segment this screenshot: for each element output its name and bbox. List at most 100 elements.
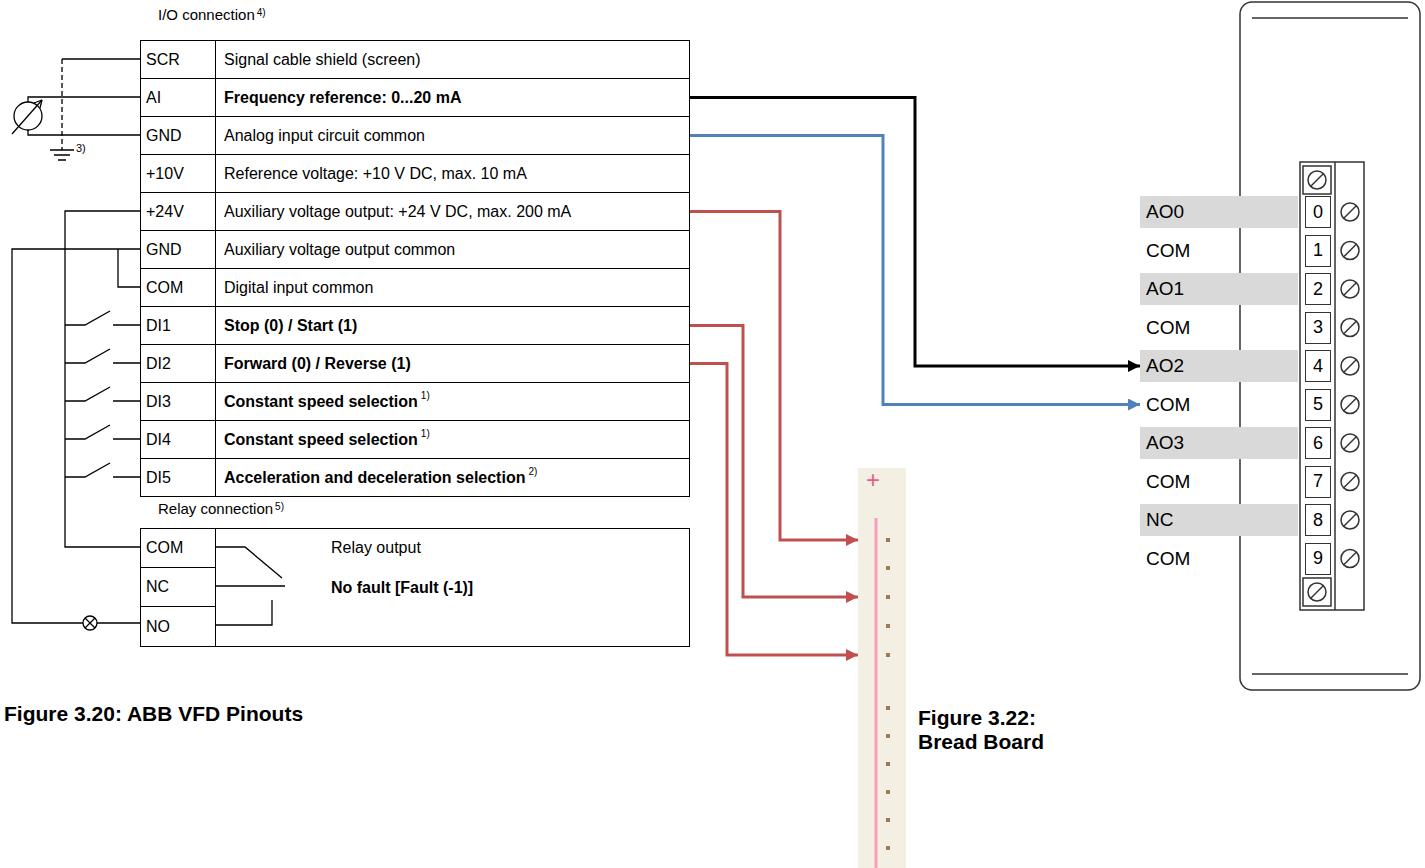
- screw-head: [1341, 434, 1359, 452]
- relay-pin: NO: [141, 607, 216, 646]
- terminal-number: 1: [1305, 235, 1331, 267]
- node-text: Analog input circuit common: [224, 127, 425, 145]
- node-text: COM: [1146, 394, 1190, 416]
- ground-symbol: [50, 150, 74, 160]
- pin-cell: GND: [141, 231, 216, 268]
- jumper-wire: [118, 249, 140, 287]
- terminal-number: 8: [1305, 504, 1331, 536]
- relay-pin: COM: [141, 529, 216, 568]
- node-text: AO1: [1146, 278, 1184, 300]
- terminal-number: 3: [1305, 312, 1331, 344]
- terminal-label: AO1: [1140, 273, 1298, 305]
- bottom-screw-box: [1303, 578, 1331, 606]
- screw-slot: [1344, 437, 1356, 449]
- node-text: COM: [146, 539, 183, 557]
- pin-row: DI2Forward (0) / Reverse (1): [140, 344, 690, 383]
- breadboard-hole: [886, 818, 890, 822]
- terminal: NC 8: [1140, 504, 1332, 536]
- ai-gnd-wire: [28, 130, 140, 135]
- screw-slot: [1344, 322, 1356, 334]
- pin-cell: DI1: [141, 307, 216, 344]
- wire-connector: [690, 136, 1140, 405]
- relay-contact: [215, 547, 282, 578]
- terminal-screw: [1341, 511, 1359, 529]
- screw-slot: [1344, 399, 1356, 411]
- node-text: AO2: [1146, 355, 1184, 377]
- node-text: COM: [1146, 471, 1190, 493]
- breadboard-hole: [886, 624, 890, 628]
- breadboard-hole: [886, 790, 890, 794]
- node-text: Relay output: [331, 539, 421, 556]
- node-text: COM: [146, 279, 183, 297]
- node-text: COM: [1146, 240, 1190, 262]
- terminal-label: AO2: [1140, 350, 1298, 382]
- node-text: +24V: [146, 203, 184, 221]
- terminal: COM5: [1140, 389, 1332, 421]
- pot-wiper-head: [34, 100, 42, 108]
- terminal: AO24: [1140, 350, 1332, 382]
- node-text: Signal cable shield (screen): [224, 51, 421, 69]
- bottom-screw: [1308, 583, 1326, 601]
- screw-head: [1341, 396, 1359, 414]
- footnote-mark: 5): [275, 501, 284, 512]
- breadboard-hole: [886, 762, 890, 766]
- pin-cell: GND: [141, 117, 216, 154]
- node-text: Reference voltage: +10 V DC, max. 10 mA: [224, 165, 527, 183]
- shield-dash: [61, 59, 62, 150]
- screw-head: [1341, 511, 1359, 529]
- switch-symbol: [65, 425, 140, 439]
- pin-row: AIFrequency reference: 0...20 mA: [140, 78, 690, 117]
- relay-pin: NC: [141, 568, 216, 607]
- node-text: NC: [146, 578, 169, 596]
- terminal: AO1 2: [1140, 273, 1332, 305]
- breadboard-hole: [886, 846, 890, 850]
- node-text: COM: [1146, 548, 1190, 570]
- terminal-label: COM: [1140, 466, 1298, 498]
- strip-divider: [1334, 162, 1336, 610]
- node-text: DI5: [146, 469, 171, 487]
- node-text: NO: [146, 618, 170, 636]
- terminal-label: AO3: [1140, 427, 1298, 459]
- terminal-housing: [1240, 2, 1420, 690]
- node-text: 2: [1313, 279, 1323, 300]
- terminal-label: AO0: [1140, 196, 1298, 228]
- node-text: 1: [1313, 240, 1323, 261]
- text-slot: +: [866, 468, 880, 492]
- screw-head: [1341, 473, 1359, 491]
- node-text: NC: [1146, 509, 1173, 531]
- terminal-screw: [1341, 473, 1359, 491]
- node-text: Auxiliary voltage output: +24 V DC, max.…: [224, 203, 571, 221]
- description-cell: Acceleration and deceleration selection2…: [216, 459, 689, 496]
- pin-row: DI3Constant speed selection1): [140, 382, 690, 421]
- label-slot: I/O connection: [158, 6, 255, 24]
- section-label: I/O connection: [158, 6, 255, 23]
- node-text: DI1: [146, 317, 171, 335]
- terminal-label: COM: [1140, 235, 1298, 267]
- node-text: 0: [1313, 202, 1323, 223]
- label-slot: Figure 3.22: Bread Board: [918, 706, 1093, 754]
- wire-connector: [690, 326, 858, 598]
- screw-head: [1341, 280, 1359, 298]
- power-rail-line: [875, 518, 878, 868]
- pin-cell: COM: [141, 269, 216, 306]
- pin-row: +10V Reference voltage: +10 V DC, max. 10…: [140, 154, 690, 193]
- terminal-label: COM: [1140, 543, 1298, 575]
- screw-slot: [1344, 283, 1356, 295]
- terminal: COM7: [1140, 466, 1332, 498]
- node-text: 1): [421, 428, 430, 439]
- breadboard-rail: [858, 468, 906, 868]
- pin-cell: DI4: [141, 421, 216, 458]
- screw-slot: [1344, 206, 1356, 218]
- terminal-number: 0: [1305, 196, 1331, 228]
- relay-box: Relay outputNo fault [Fault (-1)]COMNCNO: [140, 528, 690, 647]
- pin-cell: +10V: [141, 155, 216, 192]
- terminal: AO36: [1140, 427, 1332, 459]
- pin-row: DI4Constant speed selection1): [140, 420, 690, 459]
- terminal-screw: [1341, 280, 1359, 298]
- node-text: SCR: [146, 51, 180, 69]
- node-text: AO0: [1146, 201, 1184, 223]
- breadboard-hole: [886, 538, 890, 542]
- node-text: Auxiliary voltage output common: [224, 241, 455, 259]
- pin-row: COMDigital input common: [140, 268, 690, 307]
